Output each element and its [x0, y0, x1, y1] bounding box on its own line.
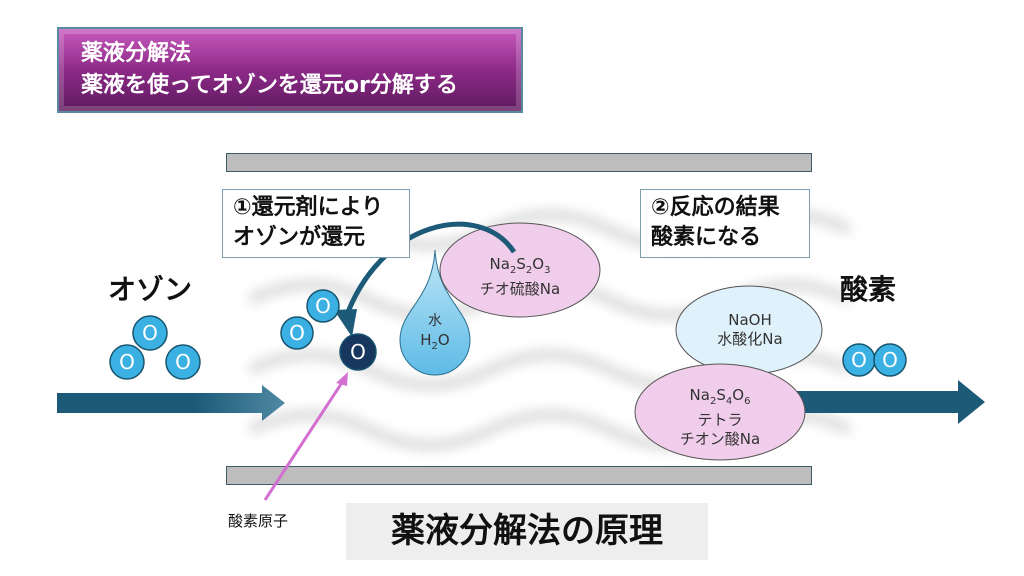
naoh-name: 水酸化Na	[717, 330, 783, 348]
pipe-top-wall	[226, 153, 812, 172]
tetrathionate-name1: テトラ	[697, 411, 743, 429]
tetrathionate-name2: チオン酸Na	[679, 430, 761, 448]
naoh-formula: NaOH	[728, 311, 772, 329]
atoms	[109, 289, 907, 380]
water-formula: H2O	[420, 331, 450, 352]
water-label: 水 H2O	[405, 312, 465, 356]
atom-letter: O	[289, 321, 305, 345]
ozone-label: オゾン	[108, 273, 193, 306]
atom-letter: O	[851, 348, 867, 372]
ozone-atom-icon	[165, 344, 201, 380]
atom-letter: O	[175, 350, 191, 374]
naoh-label: NaOH 水酸化Na	[680, 311, 820, 349]
footer-title: 薬液分解法の原理	[346, 503, 708, 560]
step2-line1: ②反応の結果	[651, 195, 780, 220]
tetrathionate-label: Na2S4O6 テトラ チオン酸Na	[650, 386, 790, 449]
ozone-atom-icon	[132, 315, 168, 351]
outflow-arrow	[790, 380, 985, 424]
water-name: 水	[428, 313, 442, 329]
ozone-atom-icon	[109, 344, 145, 380]
thiosulfate-name: チオ硫酸Na	[479, 280, 561, 298]
tetrathionate-formula: Na2S4O6	[689, 386, 751, 407]
oxygen-product-atom-icon	[873, 343, 907, 377]
oxygen-atom-label: 酸素原子	[228, 512, 289, 530]
oxygen-label: 酸素	[840, 273, 897, 306]
atom-letter: O	[350, 340, 366, 364]
step1-box: ①還元剤により オゾンが還元	[222, 189, 410, 258]
step1-line1: ①還元剤により	[233, 195, 384, 220]
oxygen-molecule-atom-icon	[280, 316, 314, 350]
pointer-arrowhead	[336, 372, 348, 386]
atom-letter: O	[119, 350, 135, 374]
thiosulfate-label: Na2S2O3 チオ硫酸Na	[450, 255, 590, 299]
header-line2: 薬液を使ってオゾンを還元or分解する	[81, 73, 458, 98]
drop-shape	[399, 249, 471, 376]
pipe-bottom-wall	[226, 466, 812, 485]
tetrathionate-bubble	[634, 363, 806, 461]
header-banner: 薬液分解法 薬液を使ってオゾンを還元or分解する	[57, 27, 523, 113]
reduction-arrowhead	[334, 309, 357, 337]
thiosulfate-bubble	[439, 222, 601, 318]
reduction-arrow	[342, 221, 517, 321]
oxygen-molecule-atom-icon	[306, 289, 340, 323]
pointer-line	[263, 377, 347, 501]
step2-box: ②反応の結果 酸素になる	[640, 189, 810, 258]
header-line1: 薬液分解法	[81, 41, 192, 66]
atom-letter: O	[882, 348, 898, 372]
atom-letter: O	[142, 321, 158, 345]
inflow-arrow	[57, 385, 285, 421]
atom-letter: O	[315, 294, 331, 318]
oxygen-single-atom-icon	[339, 333, 377, 371]
step1-line2: オゾンが還元	[233, 225, 366, 250]
thiosulfate-formula: Na2S2O3	[489, 255, 551, 276]
step2-line2: 酸素になる	[651, 225, 762, 250]
